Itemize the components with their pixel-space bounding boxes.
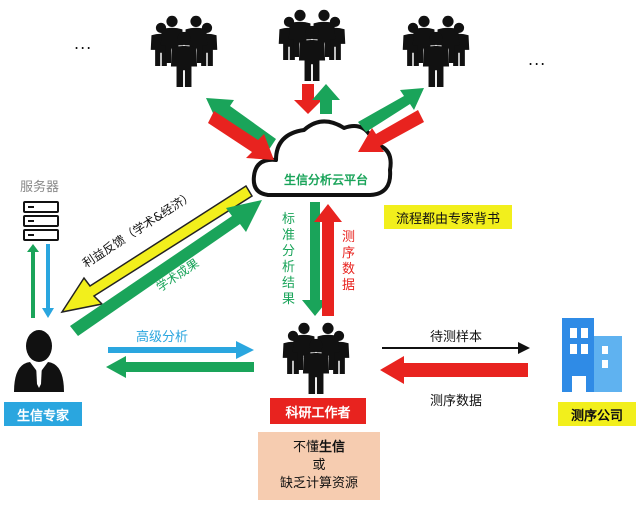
- expert-label: 生信专家: [4, 402, 82, 426]
- server-icon: [23, 201, 59, 241]
- arrow-advanced-analysis: [108, 341, 254, 359]
- advanced-analysis-label: 高级分析: [136, 330, 189, 345]
- arrow-left-group-to-cloud: [208, 111, 274, 160]
- building-icon: [562, 318, 622, 392]
- standard-results-label: 标准分析结果: [282, 212, 296, 307]
- more-groups-right: ...: [528, 50, 547, 69]
- server-label: 服务器: [20, 180, 60, 195]
- arrow-center-group-to-cloud: [294, 84, 322, 114]
- arrow-cloud-to-center-group: [312, 84, 340, 114]
- sequencing-data-vertical-label: 测序数据: [342, 230, 356, 293]
- expert-avatar-icon: [14, 330, 64, 392]
- arrow-standard-results: [302, 202, 328, 316]
- more-groups-left: ...: [74, 34, 93, 53]
- arrow-achievements: [70, 200, 262, 336]
- user-group-icon-right: [402, 15, 470, 87]
- user-group-icon-center: [278, 9, 346, 81]
- samples-label: 待测样本: [430, 330, 483, 345]
- researcher-note-line3: 缺乏计算资源: [279, 476, 358, 491]
- researcher-note: 不懂生信 或 缺乏计算资源: [258, 432, 380, 500]
- arrow-sequencing-data-up: [314, 204, 342, 316]
- arrow-cloud-to-left-group: [206, 98, 276, 151]
- researcher-note-line2: 或: [312, 458, 326, 473]
- user-group-icon-researchers: [282, 322, 350, 394]
- arrow-samples-head: [518, 342, 530, 354]
- arrow-sequencing-data-left: [380, 356, 528, 384]
- user-group-icon-left: [150, 15, 218, 87]
- arrow-return-to-expert: [106, 356, 254, 378]
- pipeline-note: 流程都由专家背书: [384, 205, 512, 229]
- researcher-note-line1: 不懂生信: [293, 439, 345, 457]
- cloud-icon: [251, 119, 393, 197]
- sequencing-data-label: 测序数据: [430, 394, 483, 409]
- note-text-b: 生信: [319, 440, 346, 455]
- arrow-server-link: [27, 244, 54, 318]
- company-label: 测序公司: [558, 402, 636, 426]
- researcher-label: 科研工作者: [270, 398, 366, 424]
- note-text-a: 不懂: [292, 440, 319, 455]
- arrow-feedback: [60, 184, 254, 314]
- cloud-label: 生信分析云平台: [283, 172, 368, 187]
- arrow-right-group-to-cloud: [358, 110, 424, 152]
- arrow-cloud-to-right-group: [358, 88, 424, 132]
